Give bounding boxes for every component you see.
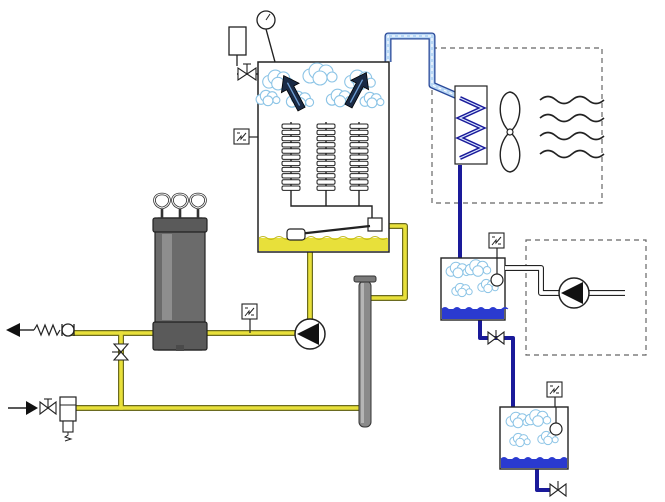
level-switch-icon bbox=[233, 128, 563, 407]
steam-arrow-left bbox=[280, 74, 306, 112]
inlet-arrow bbox=[8, 396, 77, 442]
cloud-puff bbox=[509, 432, 531, 448]
steam-arrows bbox=[280, 71, 370, 112]
vent-valve bbox=[237, 63, 258, 82]
level-switch bbox=[546, 381, 563, 407]
float-switch-icon bbox=[286, 217, 383, 241]
level-switch bbox=[488, 232, 505, 258]
heat-wave bbox=[539, 113, 605, 123]
standpipe bbox=[353, 275, 377, 428]
cloud-puff bbox=[302, 62, 338, 86]
condenser-fan-enclosure bbox=[431, 47, 603, 204]
level-switch bbox=[241, 303, 258, 333]
spring-icon bbox=[33, 323, 61, 337]
heat-wave bbox=[539, 95, 605, 105]
pump-icon bbox=[558, 277, 590, 309]
check-valve-icon bbox=[61, 323, 75, 337]
heating-element-icon bbox=[281, 122, 369, 192]
manual-valve-icon bbox=[487, 330, 505, 346]
manual-valve-icon bbox=[112, 343, 130, 361]
arrow-right-icon bbox=[26, 401, 38, 415]
tank2-float bbox=[549, 407, 563, 436]
heating-element bbox=[316, 122, 336, 192]
cloud-puff bbox=[524, 409, 552, 427]
outlet-arrow bbox=[6, 323, 75, 337]
steam-pipe bbox=[384, 32, 464, 102]
heating-element bbox=[349, 122, 369, 192]
pressure-switch-box bbox=[228, 26, 247, 66]
heating-element bbox=[281, 122, 301, 192]
solenoid-valve-icon bbox=[59, 396, 77, 442]
heat-wave bbox=[539, 131, 605, 141]
pipe-tank2-outlet bbox=[535, 468, 552, 492]
heat-wave bbox=[539, 149, 605, 159]
tank-water bbox=[259, 238, 388, 251]
cloud-puff bbox=[464, 259, 492, 277]
pipe-tank1-to-pump bbox=[505, 265, 625, 296]
pump-icon bbox=[294, 318, 326, 350]
steam-arrow-right bbox=[344, 71, 370, 109]
heater-wiring bbox=[290, 192, 373, 218]
fan-icon bbox=[499, 91, 521, 173]
pressure-gauge-icon bbox=[256, 10, 276, 63]
cloud-puff bbox=[451, 282, 473, 298]
heat-wave-icon bbox=[539, 95, 605, 159]
level-switch bbox=[233, 128, 258, 145]
cloud-puff bbox=[445, 261, 471, 279]
cloud-puff bbox=[325, 88, 355, 108]
cloud-puff bbox=[255, 89, 281, 107]
coil-condenser-icon bbox=[454, 85, 488, 165]
cloud-puff bbox=[359, 91, 385, 109]
yellow-piping bbox=[69, 223, 408, 411]
tank1-float bbox=[490, 258, 504, 287]
arrow-left-icon bbox=[6, 323, 20, 337]
manual-valve-icon bbox=[549, 481, 567, 498]
filter-housing-icon bbox=[152, 192, 208, 351]
steam-cloud-icon bbox=[445, 259, 499, 298]
manual-valve-icon bbox=[39, 398, 57, 416]
